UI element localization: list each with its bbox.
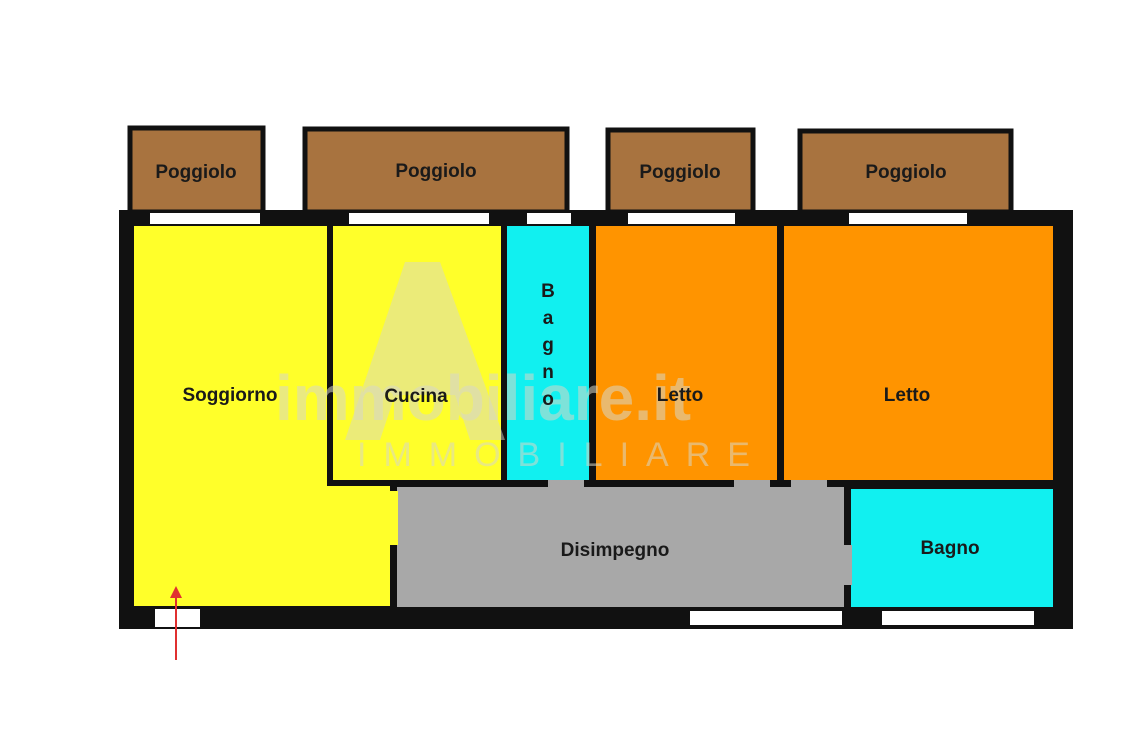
window-bottom-1 — [690, 611, 842, 625]
window-bottom-2 — [882, 611, 1034, 625]
window-top-2 — [349, 213, 489, 224]
watermark-logo-icon — [345, 262, 505, 440]
room-bathroom-2 — [851, 489, 1053, 607]
arrow-up-icon — [170, 586, 182, 660]
label-bedroom-1: Letto — [657, 385, 703, 406]
watermark: immobiliare.it IMMOBILIARE — [275, 262, 767, 474]
label-hallway: Disimpegno — [561, 540, 670, 561]
label-balcony-3: Poggiolo — [639, 162, 720, 183]
doorway-bath2 — [844, 545, 852, 585]
label-bathroom-2: Bagno — [920, 538, 979, 559]
window-top-3 — [527, 213, 571, 224]
room-bedroom-1 — [596, 226, 777, 480]
balcony-4 — [797, 128, 1014, 215]
room-hallway — [397, 487, 844, 607]
doorway-bed2 — [791, 480, 827, 488]
window-top-4 — [628, 213, 735, 224]
room-bathroom-1 — [507, 226, 589, 480]
entrance-door — [155, 609, 200, 627]
doorway-bed1 — [734, 480, 770, 488]
doorway-hallway-living — [390, 491, 398, 545]
window-top-1 — [150, 213, 260, 224]
label-living-room: Soggiorno — [183, 385, 278, 406]
room-bedroom-2 — [784, 226, 1053, 480]
label-balcony-1: Poggiolo — [155, 162, 236, 183]
label-kitchen: Cucina — [384, 386, 448, 407]
doorway-living-kitchen — [327, 486, 390, 492]
room-living — [134, 226, 390, 606]
label-bedroom-2: Letto — [884, 385, 930, 406]
watermark-brand: immobiliare.it — [275, 362, 691, 434]
label-balcony-2: Poggiolo — [395, 161, 476, 182]
watermark-subtitle: IMMOBILIARE — [357, 436, 767, 474]
window-top-5 — [849, 213, 967, 224]
doorway-bath1 — [548, 480, 584, 488]
label-balcony-4: Poggiolo — [865, 162, 946, 183]
